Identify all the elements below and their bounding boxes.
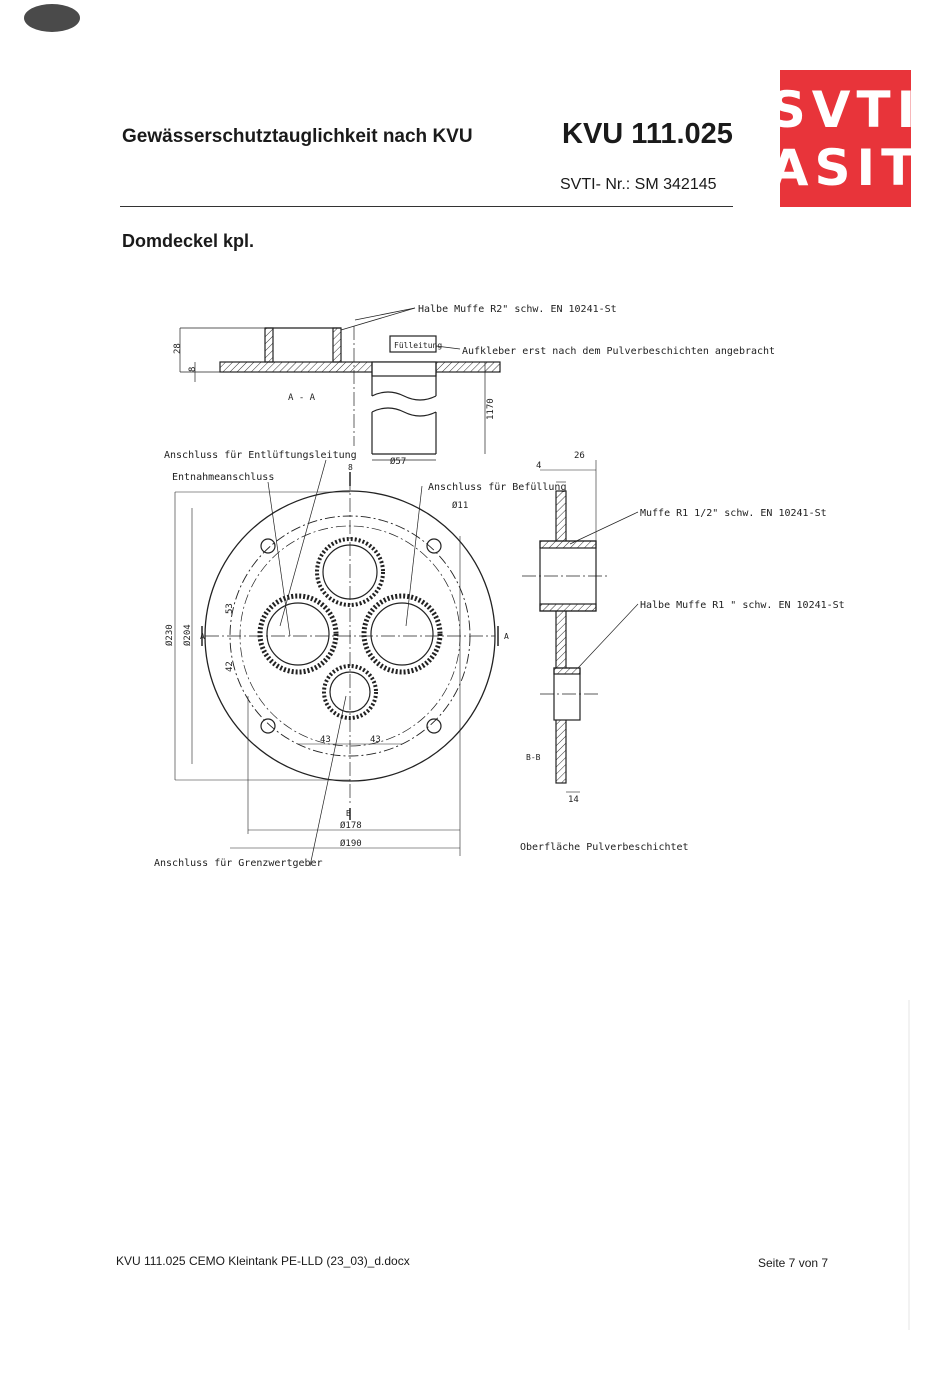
dim-42: 42 xyxy=(225,661,235,672)
page-header-title: Gewässerschutztauglichkeit nach KVU xyxy=(122,126,473,147)
dim-8b: 8 xyxy=(348,463,353,472)
label-section-aa: A - A xyxy=(288,393,316,403)
dim-26: 26 xyxy=(574,451,585,461)
hole-punch-mark xyxy=(24,4,80,32)
dim-43b: 43 xyxy=(370,735,381,745)
label-fuellleitung: Fülleitung xyxy=(394,341,442,350)
footer-filename: KVU 111.025 CEMO Kleintank PE-LLD (23_03… xyxy=(116,1254,410,1268)
section-bb-view xyxy=(522,460,639,793)
svti-number: SVTI- Nr.: SM 342145 xyxy=(560,176,717,193)
mark-b-bottom: B xyxy=(346,809,351,818)
technical-drawing: Halbe Muffe R2" schw. EN 10241-St Füllei… xyxy=(154,304,845,869)
label-section-bb: B-B xyxy=(526,753,541,762)
dim-8: 8 xyxy=(188,367,198,372)
dim-4: 4 xyxy=(536,461,541,471)
dim-190: Ø190 xyxy=(340,838,362,849)
section-title: Domdeckel kpl. xyxy=(122,231,255,251)
document-number: KVU 111.025 xyxy=(562,118,733,150)
section-aa-view xyxy=(179,307,501,461)
dim-43a: 43 xyxy=(320,735,331,745)
label-halbe-muffe-r2: Halbe Muffe R2" schw. EN 10241-St xyxy=(418,304,617,315)
label-entlueftung: Anschluss für Entlüftungsleitung xyxy=(164,450,357,461)
logo-line-1: SVTI xyxy=(769,80,922,139)
label-entnahme: Entnahmeanschluss xyxy=(172,472,274,483)
label-oberflaeche: Oberfläche Pulverbeschichtet xyxy=(520,842,689,853)
plan-view xyxy=(174,459,499,867)
mark-a-left: A xyxy=(200,632,205,641)
dim-57: Ø57 xyxy=(390,456,406,467)
dim-230: Ø230 xyxy=(164,624,175,646)
scan-edge xyxy=(908,1000,910,1330)
dim-14: 14 xyxy=(568,795,579,805)
footer-page-number: Seite 7 von 7 xyxy=(758,1256,829,1270)
dim-204: Ø204 xyxy=(182,624,193,646)
svti-asit-logo: SVTI ASIT xyxy=(770,70,915,207)
logo-line-2: ASIT xyxy=(769,138,922,197)
label-halbe-muffe-r1: Halbe Muffe R1 " schw. EN 10241-St xyxy=(640,600,845,611)
label-muffe-r1-half: Muffe R1 1/2" schw. EN 10241-St xyxy=(640,508,827,519)
dim-11: Ø11 xyxy=(452,500,468,511)
mark-a-right: A xyxy=(504,632,509,641)
label-aufkleber: Aufkleber erst nach dem Pulverbeschichte… xyxy=(462,346,775,357)
dim-1170: 1170 xyxy=(486,398,496,420)
label-grenzwertgeber: Anschluss für Grenzwertgeber xyxy=(154,858,323,869)
dim-28: 28 xyxy=(173,343,183,354)
label-befuellung: Anschluss für Befüllung xyxy=(428,482,566,493)
dim-178: Ø178 xyxy=(340,820,362,831)
header-divider xyxy=(120,206,733,207)
dim-53: 53 xyxy=(225,603,235,614)
